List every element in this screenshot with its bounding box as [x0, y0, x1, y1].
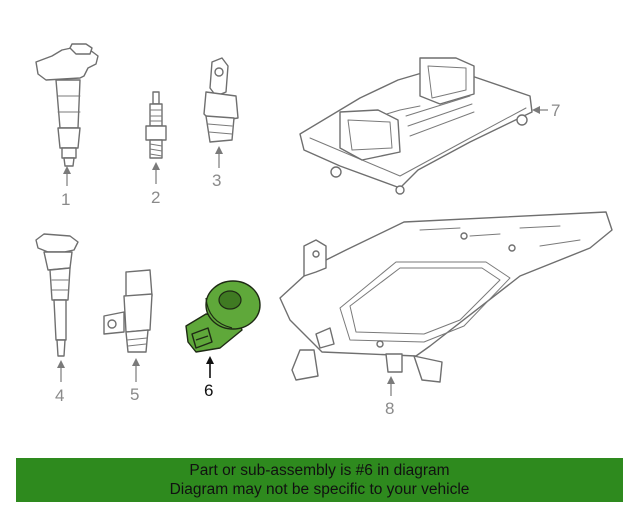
- banner-line-2: Diagram may not be specific to your vehi…: [169, 481, 470, 498]
- leader-8-arrow-icon: [387, 376, 395, 384]
- part-2-spark-plug[interactable]: [145, 91, 167, 159]
- banner-line-1: Part or sub-assembly is #6 in diagram: [189, 462, 450, 479]
- part-4-coil-on-plug[interactable]: [35, 233, 79, 357]
- callout-3[interactable]: 3: [212, 171, 221, 190]
- leader-1-arrow-icon: [63, 166, 71, 174]
- leader-3-arrow-icon: [215, 146, 223, 154]
- callout-6[interactable]: 6: [204, 381, 213, 400]
- leader-5-arrow-icon: [132, 358, 140, 366]
- leader-6-arrow-icon: [206, 356, 214, 364]
- leader-7-arrow-icon: [532, 106, 540, 114]
- leader-2-arrow-icon: [152, 162, 160, 170]
- callout-1[interactable]: 1: [61, 190, 70, 209]
- callout-8[interactable]: 8: [385, 399, 394, 418]
- part-5-position-sensor[interactable]: [103, 269, 153, 353]
- callout-5[interactable]: 5: [130, 385, 139, 404]
- leader-4-arrow-icon: [57, 360, 65, 368]
- info-banner: Part or sub-assembly is #6 in diagram Di…: [16, 458, 623, 502]
- callout-7[interactable]: 7: [551, 101, 560, 120]
- part-7-engine-control-module[interactable]: [299, 57, 533, 195]
- part-6-knock-sensor[interactable]: [185, 280, 261, 353]
- part-3-sensor[interactable]: [203, 57, 239, 143]
- part-1-ignition-coil[interactable]: [35, 43, 99, 167]
- part-8-mounting-bracket[interactable]: [279, 211, 613, 383]
- parts-diagram: 1 2 3 7: [35, 43, 613, 418]
- callout-2[interactable]: 2: [151, 188, 160, 207]
- callout-4[interactable]: 4: [55, 386, 64, 405]
